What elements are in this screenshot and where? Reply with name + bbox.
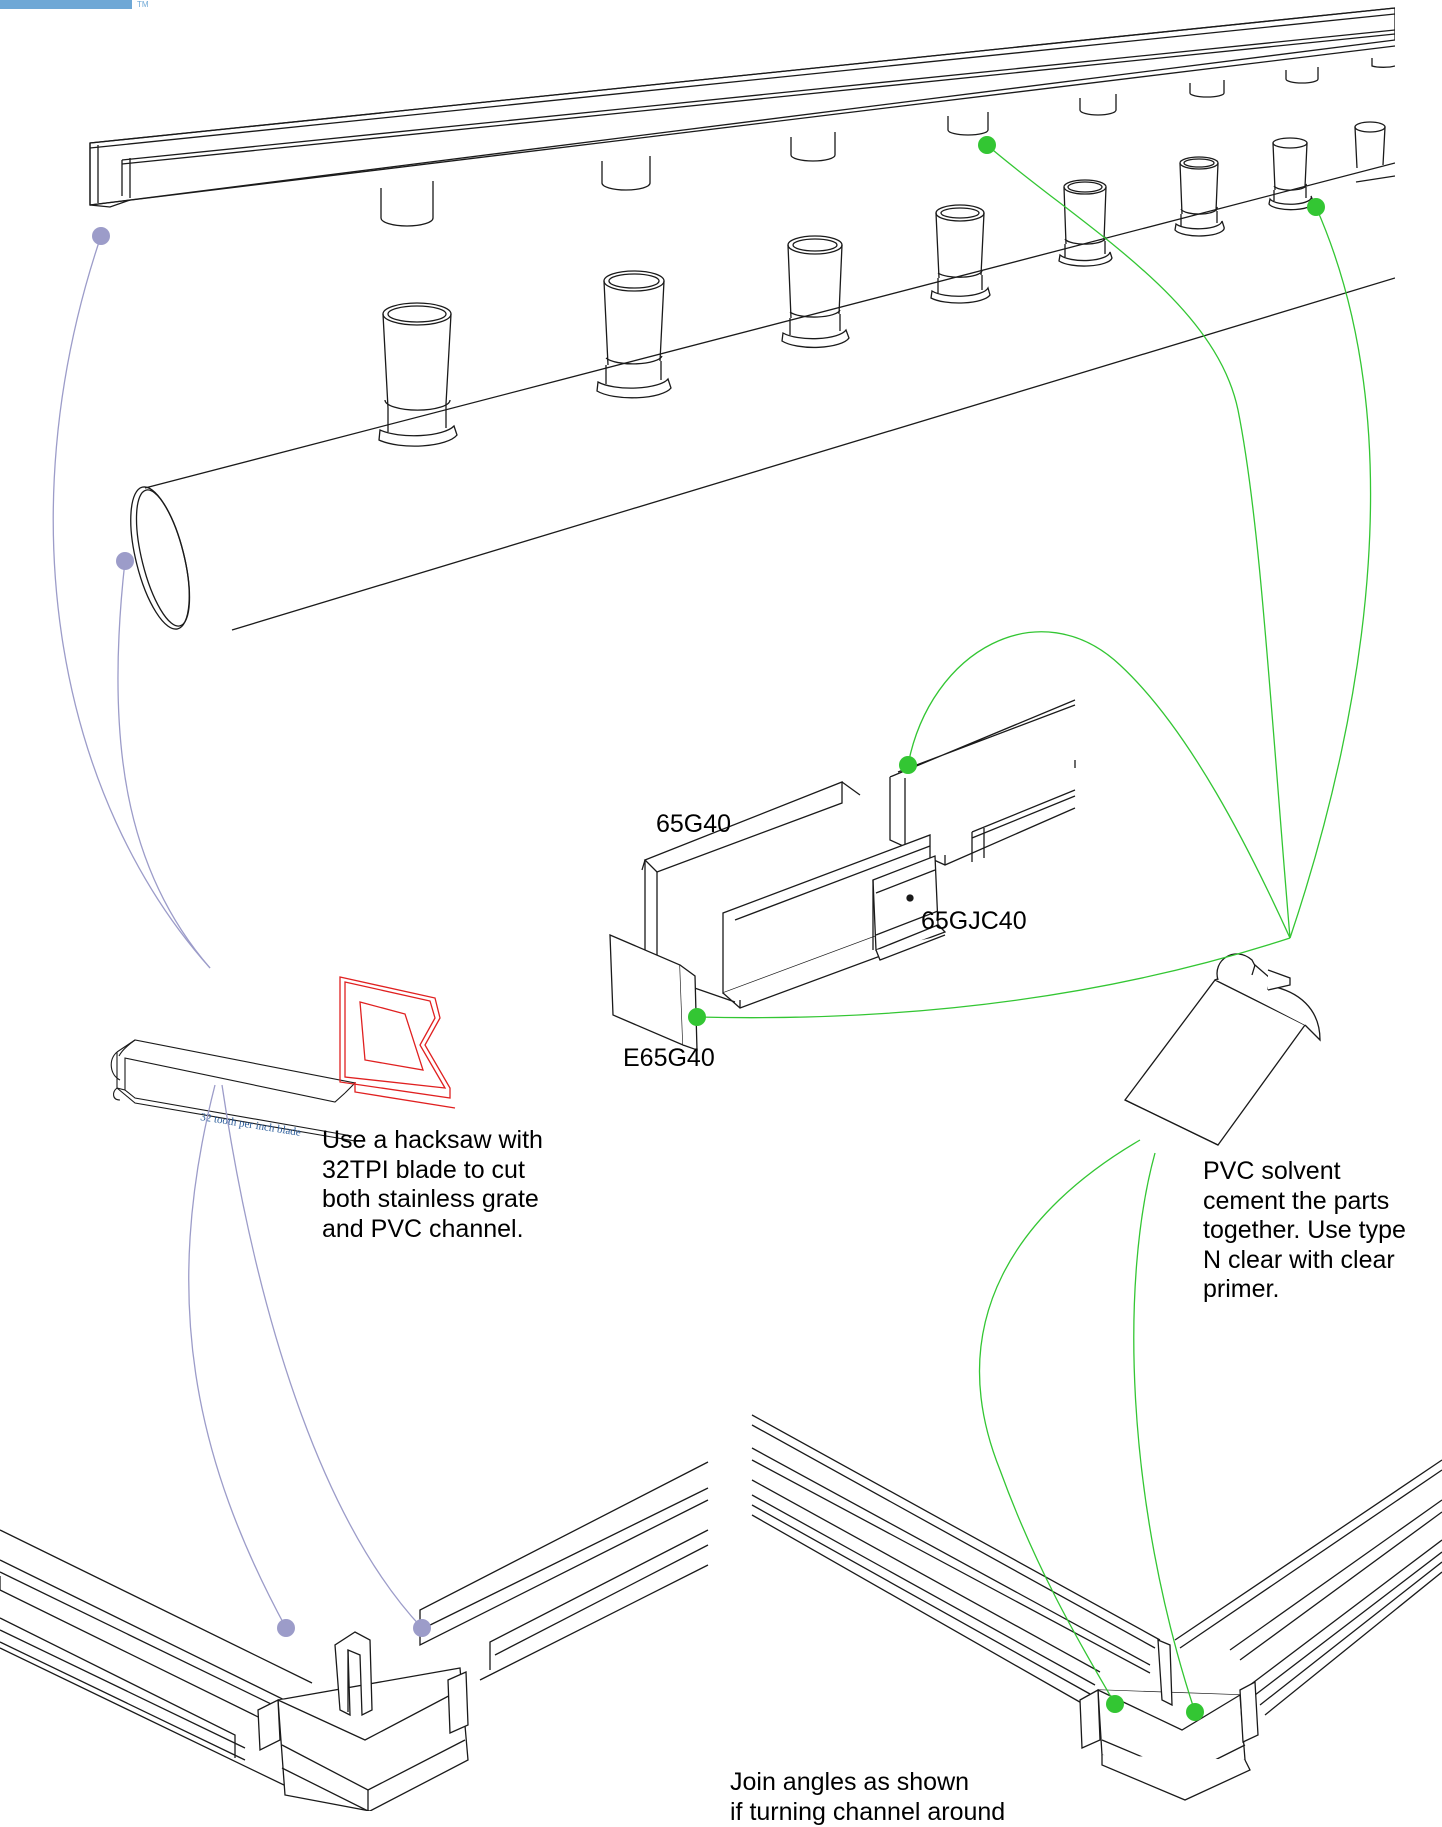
purple-marker-pipe-end [116,552,134,570]
pvc-cement-tube-icon [1124,953,1321,1146]
grate-joiner-endcap-assembly [609,699,1076,1051]
pipe-risers [378,121,1395,447]
part-label-end-cap: E65G40 [623,1044,715,1072]
trademark-mark: TM [137,0,149,9]
corner-assembly-left [0,1461,709,1811]
corner-assembly-right [751,1414,1442,1801]
purple-marker-corner-left [277,1619,295,1637]
cement-instruction: PVC solvent cement the parts together. U… [1203,1157,1406,1303]
part-label-grate: 65G40 [656,810,732,838]
pvc-collector-pipe [130,162,1395,631]
green-marker-corner-left [1106,1695,1124,1713]
callout-markers [92,136,1325,1721]
channel-and-pipe-assembly [89,7,1395,631]
part-label-joiner: 65GJC40 [921,907,1027,935]
brand-logo-bar [0,0,132,9]
angles-instruction: Join angles as shown if turning channel … [730,1768,1006,1826]
purple-marker-corner-right [413,1619,431,1637]
green-marker-riser [1307,198,1325,216]
green-marker-corner-right [1186,1703,1204,1721]
hacksaw-illustration: 32 tooth per inch blade [110,976,456,1142]
hacksaw-handle-icon [339,976,456,1109]
cement-callout-lines [696,144,1372,1713]
hacksaw-blade-label: 32 tooth per inch blade [200,1111,302,1139]
green-marker-grate [899,756,917,774]
hacksaw-instruction: Use a hacksaw with 32TPI blade to cut bo… [322,1126,543,1243]
purple-marker-channel-end [92,227,110,245]
channel-outlet-stubs [380,58,1395,227]
green-marker-endcap [688,1008,706,1026]
hacksaw-callout-lines [52,235,423,1629]
green-marker-channel [978,136,996,154]
